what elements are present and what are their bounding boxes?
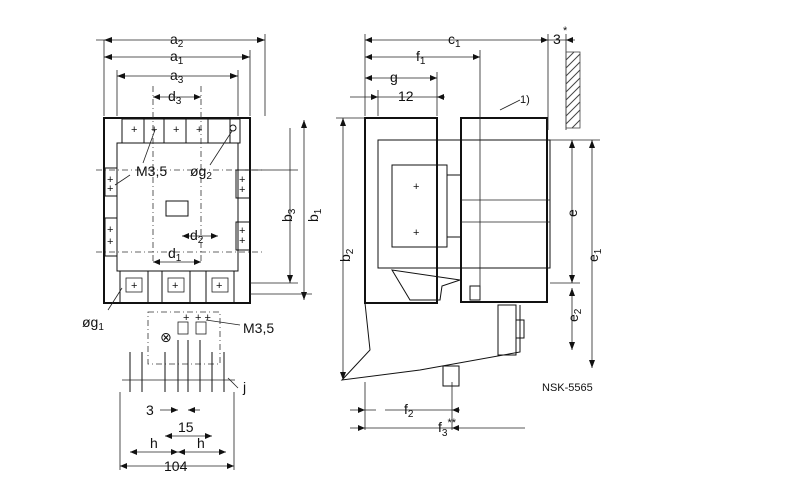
svg-text:+: + <box>183 312 189 324</box>
front-view: + + + + + + + + + + + + <box>82 31 324 333</box>
svg-text:+: + <box>151 124 157 136</box>
drawing-code: NSK-5565 <box>542 382 593 394</box>
label-h-right: h <box>197 435 205 451</box>
svg-text:+: + <box>107 224 113 236</box>
label-j: j <box>242 379 246 395</box>
side-armature <box>391 164 448 248</box>
side-contacts: + + + + + + + + <box>104 167 251 257</box>
svg-text:+ +: + + <box>195 312 211 324</box>
svg-text:+: + <box>131 280 137 292</box>
label-h-left: h <box>150 435 158 451</box>
svg-text:+: + <box>413 181 419 193</box>
label-b1: b1 <box>305 208 324 222</box>
label-dim104: 104 <box>164 458 188 474</box>
svg-text:+: + <box>173 124 179 136</box>
svg-text:+: + <box>107 236 113 248</box>
top-terminals: + + + + <box>121 118 241 144</box>
top-dimensions <box>96 34 266 116</box>
side-view: + + 1) <box>336 25 604 439</box>
label-f3: f3** <box>438 417 457 439</box>
label-a2: a2 <box>170 31 184 50</box>
label-m35-top: M3,5 <box>136 163 167 179</box>
label-f1: f1 <box>416 48 426 67</box>
mounting-rail-hatch <box>565 51 581 129</box>
bottom-terminals: + + + <box>119 270 235 304</box>
label-g2: øg2 <box>190 163 212 182</box>
label-g: g <box>390 69 398 85</box>
side-body-right <box>460 117 548 303</box>
svg-text:+: + <box>239 184 245 196</box>
svg-text:+: + <box>239 174 245 186</box>
svg-text:+: + <box>172 280 178 292</box>
label-g1: øg1 <box>82 314 104 333</box>
svg-text:+: + <box>239 225 245 237</box>
side-lower-clip <box>391 269 461 301</box>
svg-text:+: + <box>131 124 137 136</box>
svg-text:+: + <box>107 174 113 186</box>
label-dim3: 3 <box>146 402 154 418</box>
label-e1: e1 <box>585 248 604 262</box>
svg-text:+: + <box>107 183 113 195</box>
label-b2: b2 <box>337 248 356 262</box>
label-b3: b3 <box>279 208 298 222</box>
label-e2: e2 <box>565 308 584 322</box>
note-1: 1) <box>520 94 530 106</box>
label-star: * <box>563 25 568 37</box>
label-a3: a3 <box>170 67 184 86</box>
label-dim15: 15 <box>178 419 194 435</box>
svg-text:+: + <box>216 280 222 292</box>
label-d3: d3 <box>168 88 182 107</box>
label-c1: c1 <box>448 31 461 50</box>
label-d2: d2 <box>190 227 204 246</box>
rating-plate <box>165 200 189 217</box>
coil-symbol: ⊗ <box>160 329 172 345</box>
front-body-outline <box>103 117 251 304</box>
label-a1: a1 <box>170 48 184 67</box>
label-d1: d1 <box>168 245 182 264</box>
label-m35-bottom: M3,5 <box>243 320 274 336</box>
svg-text:+: + <box>239 235 245 247</box>
coil-terminal-detail: + + + ⊗ M3,5 j 3 15 h h <box>119 311 274 474</box>
side-body-main <box>377 139 551 269</box>
side-top-dimensions <box>350 34 547 300</box>
label-e: e <box>564 209 580 217</box>
svg-text:+: + <box>413 227 419 239</box>
label-f2: f2 <box>404 401 414 420</box>
label-dim3-star: 3 <box>553 31 561 47</box>
side-body-left <box>364 117 438 304</box>
svg-text:+: + <box>196 124 202 136</box>
vertical-dimensions <box>250 120 312 300</box>
label-dim12: 12 <box>398 88 414 104</box>
